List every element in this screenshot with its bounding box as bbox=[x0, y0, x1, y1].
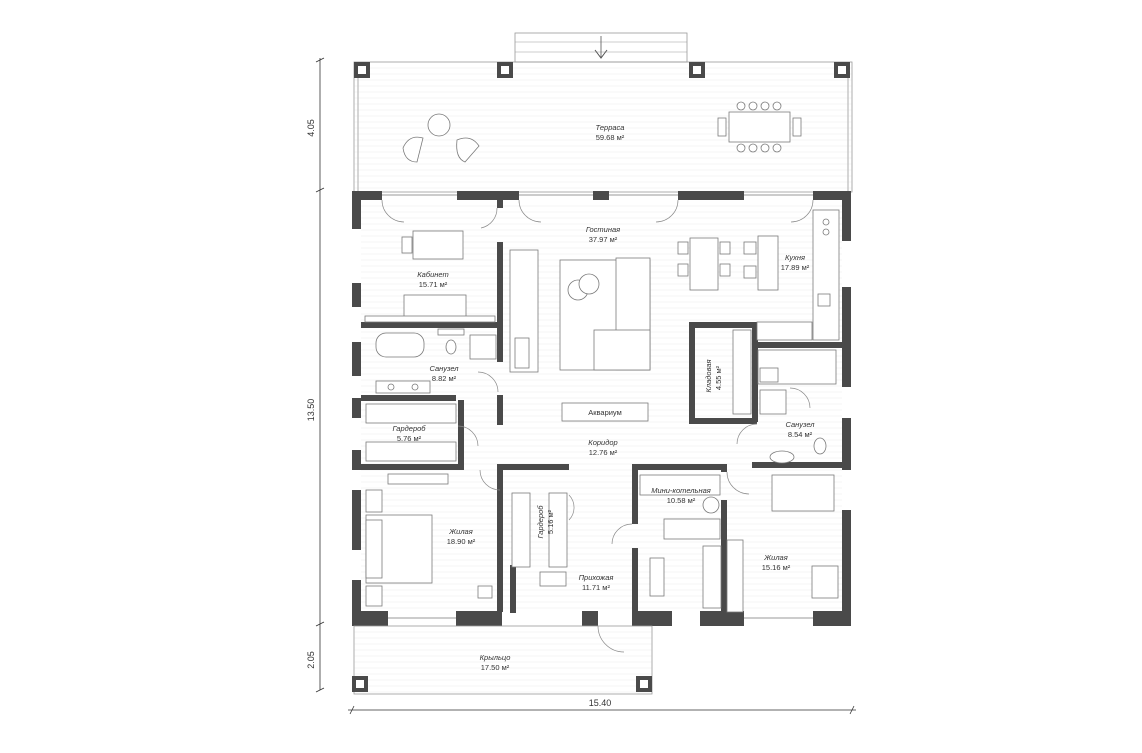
label-porch: Крыльцо bbox=[480, 653, 511, 662]
label-wardrobe2: Гардероб bbox=[536, 505, 545, 539]
label-boiler: Мини-котельная bbox=[651, 486, 711, 495]
area-living: 37.97 м² bbox=[589, 235, 618, 244]
terrace-pillars bbox=[354, 62, 850, 78]
furniture bbox=[364, 209, 840, 613]
area-terrace: 59.68 м² bbox=[596, 133, 625, 142]
dim-top-depth: 4.05 bbox=[306, 119, 316, 137]
area-bedroom2: 15.16 м² bbox=[762, 563, 791, 572]
doors bbox=[381, 199, 814, 653]
dim-main-depth: 13.50 bbox=[306, 399, 316, 422]
area-pantry: 4.55 м² bbox=[714, 365, 723, 390]
interior-walls bbox=[361, 200, 842, 613]
label-living: Гостиная bbox=[586, 225, 620, 234]
dim-bottom-depth: 2.05 bbox=[306, 651, 316, 669]
room-labels: Терраса 59.68 м² Гостиная 37.97 м² Кухня… bbox=[392, 123, 815, 672]
area-wardrobe1: 5.76 м² bbox=[397, 434, 422, 443]
area-kitchen: 17.89 м² bbox=[781, 263, 810, 272]
aquarium-label: Аквариум bbox=[588, 408, 622, 417]
label-bedroom2: Жилая bbox=[763, 553, 787, 562]
dim-total-width: 15.40 bbox=[589, 698, 612, 708]
label-office: Кабинет bbox=[417, 270, 448, 279]
area-wardrobe2: 5.16 м² bbox=[546, 509, 555, 534]
area-bath1: 8.82 м² bbox=[432, 374, 457, 383]
area-corridor: 12.76 м² bbox=[589, 448, 618, 457]
label-bedroom1: Жилая bbox=[448, 527, 472, 536]
area-bedroom1: 18.90 м² bbox=[447, 537, 476, 546]
label-terrace: Терраса bbox=[596, 123, 625, 132]
label-pantry: Кладовая bbox=[704, 359, 713, 392]
dimension-lines bbox=[315, 57, 856, 715]
area-bath2: 8.54 м² bbox=[788, 430, 813, 439]
area-porch: 17.50 м² bbox=[481, 663, 510, 672]
label-bath2: Санузел bbox=[785, 420, 815, 429]
label-bath1: Санузел bbox=[429, 364, 459, 373]
exterior-walls bbox=[352, 191, 851, 626]
area-office: 15.71 м² bbox=[419, 280, 448, 289]
label-corridor: Коридор bbox=[588, 438, 617, 447]
porch-area bbox=[352, 625, 653, 695]
terrace-furniture bbox=[402, 101, 802, 163]
label-kitchen: Кухня bbox=[785, 253, 805, 262]
area-boiler: 10.58 м² bbox=[667, 496, 696, 505]
label-hall: Прихожая bbox=[579, 573, 614, 582]
label-wardrobe1: Гардероб bbox=[392, 424, 426, 433]
area-hall: 11.71 м² bbox=[582, 583, 610, 592]
